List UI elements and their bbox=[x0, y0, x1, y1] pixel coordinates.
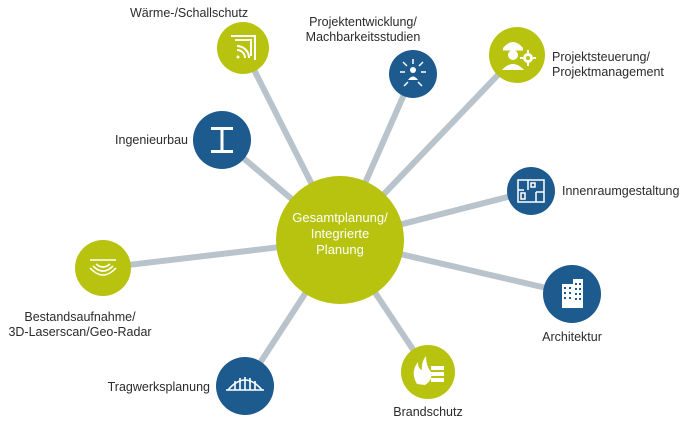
buildings-icon bbox=[562, 279, 583, 308]
label-projektsteuerung: Projektsteuerung/ Projektmanagement bbox=[552, 50, 664, 80]
label-brandschutz-line1: Brandschutz bbox=[393, 405, 463, 419]
node-brandschutz[interactable] bbox=[401, 345, 455, 399]
label-bestand-line1: Bestandsaufnahme/ bbox=[24, 310, 136, 324]
label-brandschutz: Brandschutz bbox=[376, 405, 480, 420]
node-tragwerk[interactable] bbox=[216, 357, 274, 415]
label-architektur: Architektur bbox=[524, 330, 620, 345]
network-people-icon bbox=[400, 59, 426, 87]
label-ingenieurbau-line1: Ingenieurbau bbox=[115, 133, 188, 147]
engineer-gear-icon bbox=[502, 42, 536, 70]
radar-waves-icon bbox=[89, 259, 117, 276]
i-beam-icon bbox=[211, 127, 233, 153]
center-hub-label: Gesamtplanung/ Integrierte Planung bbox=[276, 210, 404, 258]
label-ingenieurbau: Ingenieurbau bbox=[100, 133, 188, 148]
label-tragwerk-line1: Tragwerksplanung bbox=[107, 380, 210, 394]
center-hub[interactable] bbox=[276, 176, 404, 304]
node-projektsteuerung[interactable] bbox=[489, 27, 545, 83]
center-label-line2: Integrierte bbox=[310, 226, 370, 241]
label-tragwerk: Tragwerksplanung bbox=[90, 380, 210, 395]
label-innenraum: Innenraumgestaltung bbox=[562, 184, 679, 199]
label-projektsteuerung-line2: Projektmanagement bbox=[552, 65, 664, 79]
fire-wall-icon bbox=[413, 356, 444, 385]
label-architektur-line1: Architektur bbox=[542, 330, 602, 344]
node-bestand[interactable] bbox=[75, 240, 131, 296]
floorplan-icon bbox=[517, 179, 545, 203]
center-label-line1: Gesamtplanung/ bbox=[292, 210, 388, 225]
label-projektentwicklung-line1: Projektentwicklung/ bbox=[309, 15, 417, 29]
label-bestand-line2: 3D-Laserscan/Geo-Radar bbox=[8, 325, 152, 339]
center-label-line3: Planung bbox=[316, 242, 364, 257]
label-waerme: Wärme-/Schallschutz bbox=[130, 6, 248, 21]
label-bestand: Bestandsaufnahme/ 3D-Laserscan/Geo-Radar bbox=[2, 310, 158, 340]
sound-waves-corner-icon bbox=[231, 35, 256, 60]
bridge-icon bbox=[226, 377, 264, 391]
label-waerme-line1: Wärme-/Schallschutz bbox=[130, 6, 249, 20]
node-ingenieurbau[interactable] bbox=[193, 111, 251, 169]
label-innenraum-line1: Innenraumgestaltung bbox=[562, 184, 680, 198]
node-innenraum[interactable] bbox=[507, 167, 555, 215]
label-projektsteuerung-line1: Projektsteuerung/ bbox=[552, 50, 650, 64]
node-waerme[interactable] bbox=[217, 22, 269, 74]
node-architektur[interactable] bbox=[543, 265, 601, 323]
label-projektentwicklung: Projektentwicklung/ Machbarkeitsstudien bbox=[297, 15, 429, 45]
node-projektentwicklung[interactable] bbox=[389, 50, 437, 98]
label-projektentwicklung-line2: Machbarkeitsstudien bbox=[305, 30, 421, 44]
